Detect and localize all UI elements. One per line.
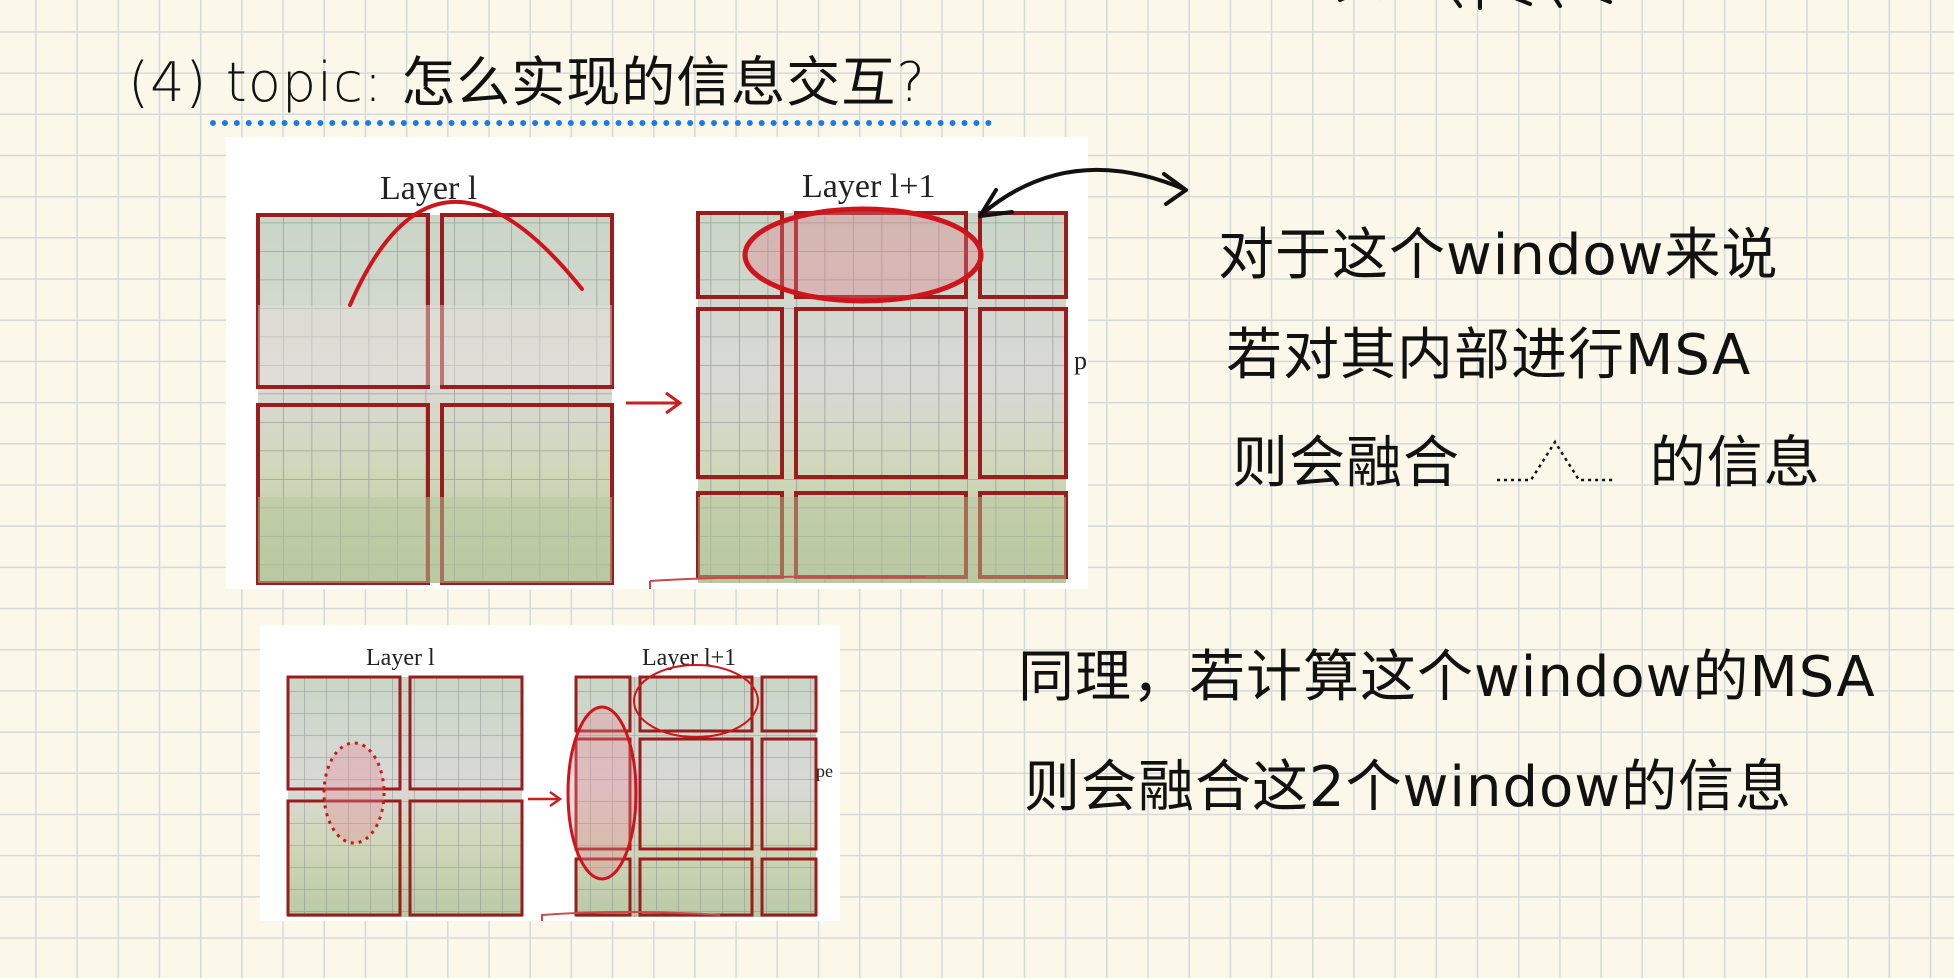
figure-large-canvas: Layer l Layer l+1 p: [256, 168, 1087, 589]
figure-small-right-label: Layer l+1: [642, 645, 736, 671]
page-heading: (4) topic: 怎么实现的信息交互?: [128, 51, 926, 114]
shifted-window-figure-small: Layer l Layer l+1 pe: [260, 625, 840, 921]
note-line-3-start: 则会融合: [1232, 431, 1460, 496]
figure-large-right-label: Layer l+1: [802, 168, 935, 205]
pointer-arrow: [978, 167, 1188, 218]
red-arc-stroke: [348, 200, 584, 307]
figure-small-side-letter: pe: [816, 761, 833, 781]
small-caption-cutoff: [541, 911, 721, 921]
small-transition-arrow: [528, 790, 563, 808]
note-line-4: 同理，若计算这个window的MSA: [1018, 645, 1876, 710]
layer-transition-arrow: [626, 391, 683, 415]
dotted-window-sketch: [1496, 439, 1613, 482]
note-line-1: 对于这个window来说: [1218, 223, 1779, 288]
highlighted-window-ellipse: [742, 206, 984, 304]
shifted-window-figure-large: Layer l Layer l+1 p: [226, 137, 1088, 589]
dotted-region-ellipse: [322, 741, 386, 845]
figure-small-left-label: Layer l: [366, 645, 435, 671]
bottom-caption-cutoff: [649, 575, 927, 589]
figure-small-canvas: Layer l Layer l+1 pe: [286, 645, 833, 921]
note-line-2: 若对其内部进行MSA: [1226, 323, 1752, 388]
small-layer-l-image: [286, 675, 524, 917]
figure-large-side-letter: p: [1074, 346, 1087, 375]
cropped-handwriting-scribble: [1338, 0, 1612, 10]
small-layer-l-plus-1-image: [574, 675, 818, 917]
heading-underline: [210, 120, 992, 126]
top-window-ellipse: [633, 664, 759, 738]
note-line-3: 则会融合 的信息: [1232, 418, 1821, 499]
layer-l-image: [256, 213, 614, 585]
note-line-5: 则会融合这2个window的信息: [1024, 755, 1793, 820]
tall-window-ellipse: [566, 705, 638, 881]
note-line-3-end: 的信息: [1649, 431, 1821, 496]
